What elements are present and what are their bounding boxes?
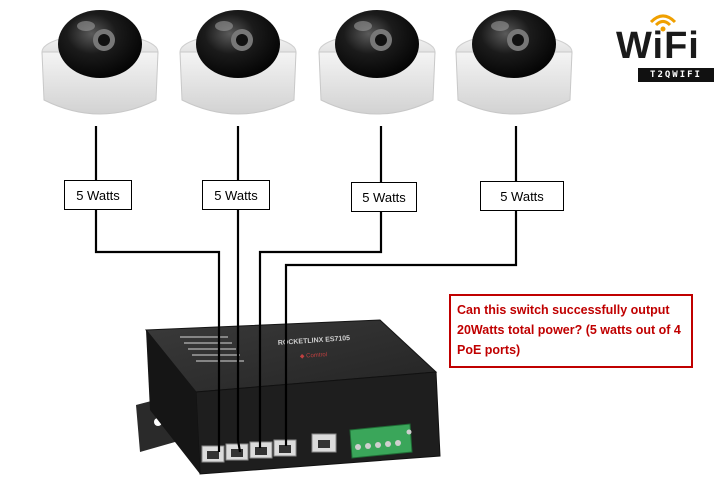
power-label-1: 5 Watts	[64, 180, 132, 210]
power-label-2: 5 Watts	[202, 180, 270, 210]
camera-2	[179, 10, 297, 115]
power-label-3: 5 Watts	[351, 182, 417, 212]
t2qwifi-logo: WiFi T2QWIFI	[612, 10, 716, 82]
power-label-4: 5 Watts	[480, 181, 564, 211]
poe-switch: ROCKETLINX ES7105 ◆ Comtrol	[136, 319, 441, 475]
wifi-signal-icon	[649, 14, 677, 32]
camera-3	[318, 10, 436, 115]
question-callout: Can this switch successfully output 20Wa…	[449, 294, 693, 368]
logo-subtitle: T2QWIFI	[638, 68, 714, 82]
camera-4	[455, 10, 573, 115]
logo-word: WiFi	[616, 25, 700, 67]
camera-1	[41, 10, 159, 115]
switch-maker: ◆ Comtrol	[300, 352, 328, 360]
power-terminal	[349, 423, 413, 459]
cable-2	[236, 126, 242, 453]
